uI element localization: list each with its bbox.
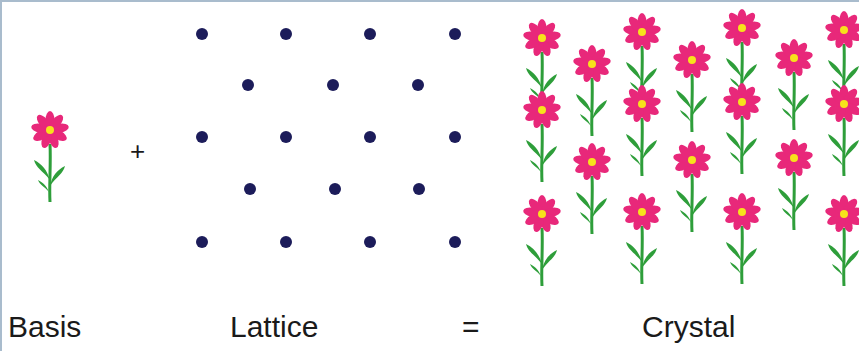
lattice-points xyxy=(196,28,461,248)
basis-label: Basis xyxy=(8,312,81,342)
crystal-label: Crystal xyxy=(642,312,735,342)
basis-flower xyxy=(31,111,70,202)
equals-sign: = xyxy=(462,312,480,342)
crystal-flowers xyxy=(523,9,859,286)
plus-sign: + xyxy=(130,138,145,164)
lattice-label: Lattice xyxy=(230,312,318,342)
